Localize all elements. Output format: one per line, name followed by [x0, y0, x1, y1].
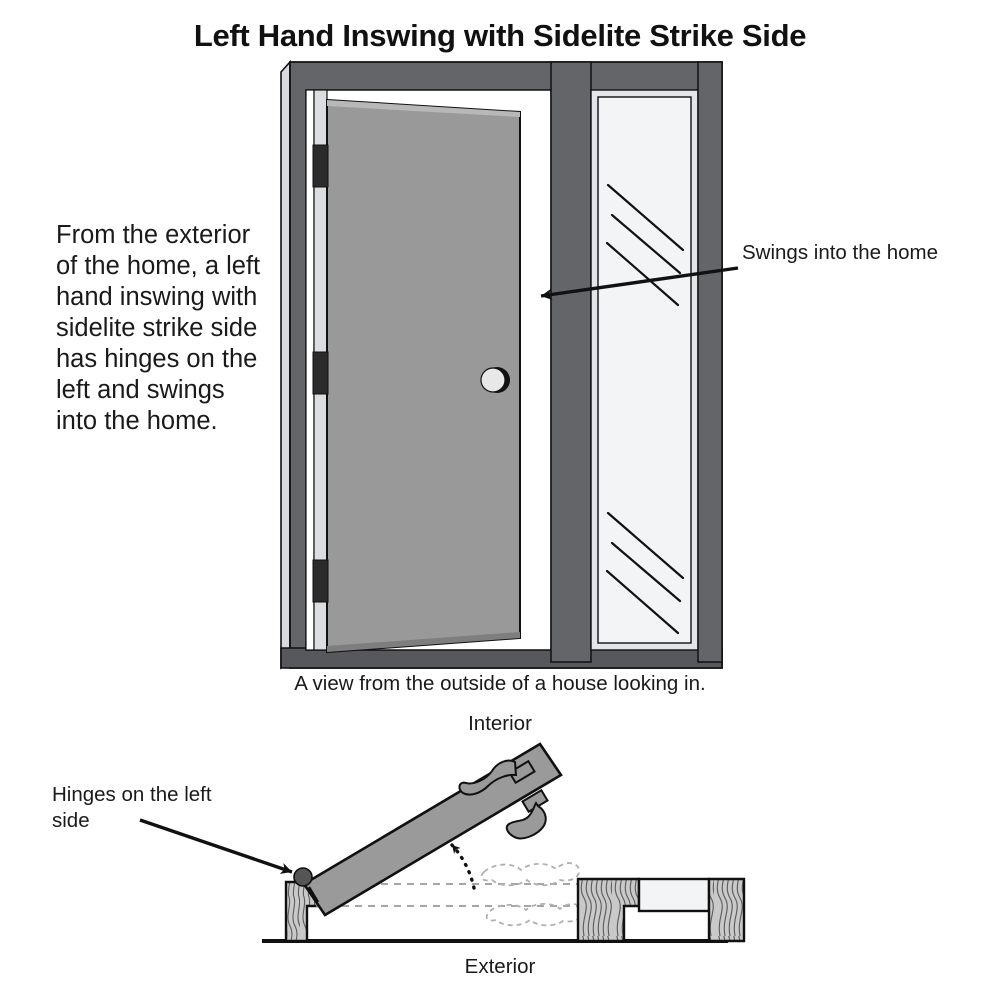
hinge-middle [312, 351, 329, 395]
hinge-pivot-point [293, 867, 313, 887]
plan-left-jamb [284, 880, 322, 943]
door-frame [280, 59, 723, 670]
door-opening [305, 89, 552, 651]
plan-lever-handle-lower [505, 788, 549, 840]
hinge-jamb [305, 89, 328, 651]
ghost-lever-handles [480, 862, 583, 927]
hinge-bottom [312, 559, 329, 603]
page-title: Left Hand Inswing with Sidelite Strike S… [193, 18, 807, 53]
exterior-label: Exterior [464, 955, 536, 978]
door-hinges [312, 144, 329, 603]
sidelite-glass [597, 96, 692, 644]
plan-strike-jamb [576, 877, 641, 943]
closed-door-position-lines [316, 883, 580, 907]
swings-into-home-label: Swings into the home [742, 241, 939, 264]
right-jamb [697, 61, 723, 663]
elevation-caption: A view from the outside of a house looki… [294, 672, 706, 695]
glass-reflection-lower [605, 511, 685, 635]
plan-right-assembly [576, 877, 746, 943]
plan-door-plank [302, 742, 563, 917]
plan-lever-handle-upper [458, 759, 536, 796]
mullion [550, 61, 592, 663]
description-paragraph: From the exterior of the home, a left ha… [56, 221, 261, 435]
door-slab-bottom-edge [327, 632, 520, 652]
hinge-top [312, 144, 329, 188]
plan-right-jamb [707, 877, 746, 943]
swing-direction-arc [450, 843, 476, 890]
swings-into-home-arrow [540, 266, 739, 301]
door-slab-top-edge [327, 100, 520, 117]
door-slab [326, 98, 521, 654]
sidelite-frame [590, 89, 699, 651]
interior-label: Interior [468, 712, 532, 735]
sidelite [590, 89, 699, 651]
glass-reflection-upper [605, 183, 685, 307]
plan-lever-handles [458, 759, 549, 840]
door-knob [480, 367, 510, 393]
hinges-on-left-side-label: Hinges on the left side [52, 783, 212, 832]
plan-sidelite-glass [637, 877, 711, 913]
